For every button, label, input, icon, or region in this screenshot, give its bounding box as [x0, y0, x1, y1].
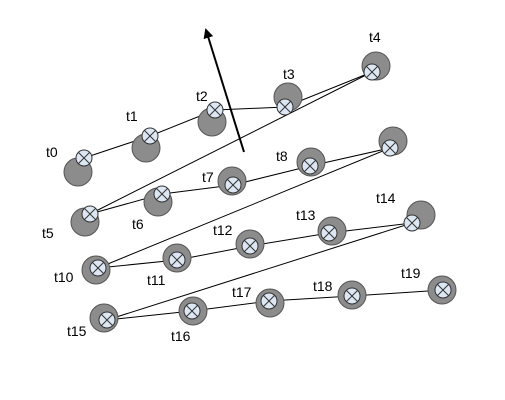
return-link [106, 222, 413, 321]
node-t17: t17 [232, 284, 285, 318]
node-label: t11 [147, 272, 166, 288]
node-label: t15 [67, 323, 87, 339]
cross-stroke [156, 188, 168, 200]
cross-stroke [323, 227, 335, 239]
cross-stroke [244, 240, 256, 252]
node-t11: t11 [147, 243, 192, 288]
node-label: t12 [213, 222, 233, 238]
return-link [89, 71, 373, 215]
cross-stroke [304, 160, 316, 172]
node-label: t2 [196, 88, 208, 104]
return-link [97, 147, 391, 269]
node-t18: t18 [313, 278, 367, 310]
cross-stroke [144, 130, 156, 142]
node-label: t7 [202, 169, 214, 185]
node-label: t14 [376, 190, 396, 206]
node-t16: t16 [171, 296, 208, 344]
link-segment [106, 310, 193, 321]
cross-stroke [227, 179, 239, 191]
cross-stroke [101, 314, 113, 326]
node-t5: t5 [42, 205, 100, 241]
node-t2: t2 [196, 88, 227, 137]
cross-stroke [92, 262, 104, 274]
node-t15: t15 [67, 303, 119, 339]
node-t13: t13 [296, 207, 347, 246]
cross-stroke [186, 305, 198, 317]
cross-stroke [437, 284, 449, 296]
node-t8: t8 [276, 147, 326, 177]
cross-stroke [279, 101, 291, 113]
direction-arrow [203, 28, 245, 153]
node-label: t18 [313, 278, 333, 294]
cross-stroke [171, 254, 183, 266]
node-t3: t3 [273, 66, 303, 116]
node-label: t8 [276, 148, 288, 164]
node-label: t13 [296, 207, 316, 223]
cross-stroke [84, 208, 96, 220]
node-t6: t6 [132, 185, 173, 232]
cross-stroke [263, 295, 275, 307]
cross-stroke [78, 152, 90, 164]
cross-stroke [384, 142, 396, 154]
node-label: t4 [369, 29, 381, 45]
trajectory-nodes: t0 t1 t2 t3 t4 t5 t6 t7 t8 t9 t10 t11 t12 t13 t14 t15 t1… [42, 29, 457, 344]
node-t19: t19 [401, 265, 457, 305]
node-label: t17 [232, 284, 252, 300]
cross-stroke [406, 217, 418, 229]
cross-stroke [366, 66, 378, 78]
node-label: t16 [171, 328, 191, 344]
node-t4: t4 [361, 29, 391, 81]
node-t1: t1 [126, 108, 161, 163]
node-t7: t7 [202, 166, 247, 196]
link-segment [214, 106, 286, 111]
node-label: t6 [132, 216, 144, 232]
node-label: t10 [54, 269, 74, 285]
node-t12: t12 [213, 222, 265, 259]
cross-stroke [209, 104, 221, 116]
cross-stroke [346, 290, 358, 302]
node-label: t19 [401, 265, 421, 281]
node-t9: t9 [378, 126, 408, 157]
node-label: t5 [42, 225, 54, 241]
node-t0: t0 [46, 144, 93, 187]
node-t14: t14 [376, 190, 436, 232]
node-label: t1 [126, 108, 138, 124]
node-t10: t10 [54, 255, 111, 285]
node-label: t0 [46, 144, 58, 160]
node-label: t3 [283, 66, 295, 82]
